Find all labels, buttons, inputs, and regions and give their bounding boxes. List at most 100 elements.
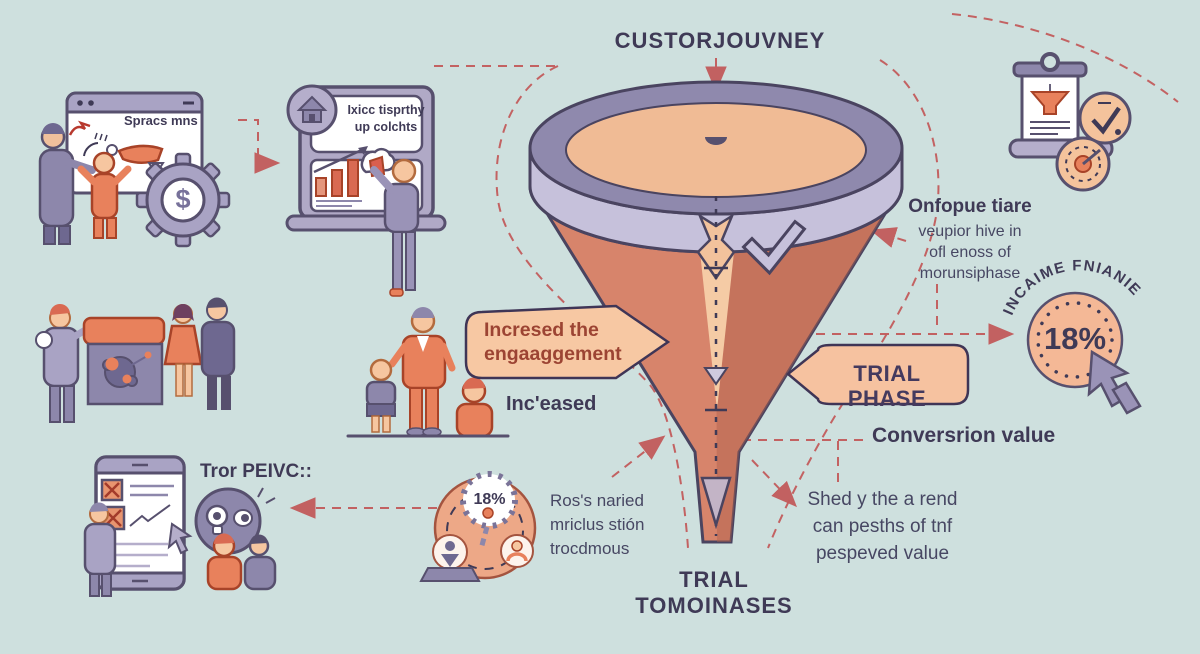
person-hair bbox=[49, 303, 70, 315]
conversion-lines: Shed y the a rend can pesths of tnf pesp… bbox=[807, 489, 958, 564]
right-info-lines: veupior hive in ofl enoss of morunsiphas… bbox=[918, 223, 1022, 282]
funnel-doodle-icon bbox=[1029, 91, 1071, 115]
clipboard-scene bbox=[1008, 52, 1132, 192]
person-body bbox=[90, 172, 119, 220]
magnifier-handle bbox=[478, 526, 490, 550]
clipboard-ring bbox=[1040, 52, 1060, 72]
dollar-sign: $ bbox=[175, 184, 191, 214]
connector-browser-laptop bbox=[238, 119, 281, 174]
funnel-cone-shade bbox=[716, 186, 902, 542]
child-leg bbox=[371, 415, 380, 433]
trend-line-icon bbox=[129, 504, 171, 527]
person-leg bbox=[49, 385, 61, 423]
laptop-scene bbox=[285, 84, 447, 297]
browser-scene bbox=[38, 91, 231, 248]
person-leg bbox=[184, 363, 193, 397]
person-body bbox=[200, 320, 236, 378]
person-hair bbox=[42, 123, 64, 134]
person-hair bbox=[412, 307, 434, 318]
person-body bbox=[206, 555, 243, 591]
pedestal bbox=[419, 567, 481, 582]
mini-user-body bbox=[441, 554, 459, 567]
mini-user-head bbox=[445, 541, 455, 551]
funnel-outline-right bbox=[767, 59, 940, 549]
person-leg bbox=[405, 231, 416, 291]
funnel-notch bbox=[696, 212, 736, 281]
person-leg bbox=[93, 217, 104, 239]
browser-titlebar bbox=[65, 91, 204, 114]
check-glyph bbox=[1091, 106, 1121, 135]
person-arm bbox=[370, 166, 396, 194]
presenter-person bbox=[360, 147, 420, 297]
cup-icon bbox=[106, 144, 118, 156]
person-leg bbox=[425, 387, 439, 431]
right-info-heading: Onfopue tiare bbox=[908, 196, 1032, 217]
check-badge-icon bbox=[1078, 91, 1132, 145]
income-dotted-ring bbox=[1036, 301, 1114, 379]
person-leg bbox=[409, 387, 423, 431]
cursor-icon bbox=[167, 522, 193, 555]
engagement-callout-text: Incresed the engaaggement bbox=[484, 319, 622, 365]
funnel-arrow-large bbox=[700, 476, 732, 530]
person-body bbox=[83, 522, 117, 576]
person-leg bbox=[207, 376, 217, 410]
scribble-arrow-icon bbox=[68, 120, 91, 136]
mini-user-body bbox=[506, 552, 528, 562]
person-arms-raised bbox=[77, 165, 132, 186]
horn-icon bbox=[117, 144, 164, 164]
connector-stem-shed bbox=[751, 459, 797, 508]
person-leg bbox=[58, 225, 71, 245]
funnel-outline-left bbox=[495, 65, 689, 549]
paper-roll bbox=[35, 331, 53, 349]
funnel-opening bbox=[565, 102, 867, 198]
spark-lines bbox=[257, 487, 276, 504]
dashed-connectors bbox=[238, 13, 1179, 549]
person-hair bbox=[172, 304, 194, 321]
person-hair bbox=[206, 297, 227, 308]
arc-arrow-icon bbox=[83, 142, 99, 157]
trial-phase-callout-shape bbox=[786, 343, 970, 406]
tablet-label: Tror PEIVC:: bbox=[200, 461, 312, 482]
child-body bbox=[365, 380, 397, 408]
flipchart-header bbox=[82, 316, 166, 346]
child-head bbox=[369, 358, 393, 382]
person-leg bbox=[43, 225, 56, 245]
window-dot-icon bbox=[77, 100, 83, 106]
funnel-bottom-label: TRIAL TOMOINASES bbox=[635, 567, 793, 618]
window-dot-icon bbox=[88, 100, 94, 106]
family-scene bbox=[346, 307, 510, 438]
browser-window-title: Spracs mns bbox=[124, 113, 198, 128]
person-leg bbox=[63, 385, 75, 423]
analysis-value: 18% bbox=[473, 491, 506, 508]
analysis-lines: Ros's naried mriclus stión trocdmous bbox=[550, 491, 645, 558]
increased-label: Inc'eased bbox=[506, 393, 597, 415]
person-leg bbox=[175, 363, 184, 397]
person-shoe bbox=[389, 288, 404, 297]
person-leg bbox=[106, 217, 117, 239]
page-title: CUSTORJOUVNEY bbox=[614, 28, 826, 53]
child-hair bbox=[462, 377, 485, 389]
analysis-scene bbox=[419, 471, 537, 582]
tick-marks bbox=[94, 132, 108, 142]
person-body bbox=[38, 148, 75, 228]
drop-icon bbox=[482, 507, 494, 519]
connector-top-right bbox=[951, 13, 1179, 103]
conversion-heading: Conversrion value bbox=[872, 424, 1056, 447]
person-dress bbox=[163, 324, 203, 366]
connector-info-funnel bbox=[869, 227, 907, 248]
funnel-arrow-small bbox=[703, 367, 729, 386]
income-value: 18% bbox=[1043, 321, 1107, 356]
trial-phase-label: TRIAL PHASE bbox=[847, 361, 927, 412]
person-hair bbox=[213, 533, 234, 544]
person-hair bbox=[249, 534, 268, 544]
child-leg bbox=[382, 415, 391, 433]
person-hair bbox=[89, 502, 108, 512]
person-head bbox=[391, 158, 417, 184]
person-body bbox=[243, 555, 277, 591]
funnel-drop-icon bbox=[705, 137, 727, 145]
person-leg bbox=[89, 573, 100, 597]
funnel-illustration bbox=[528, 80, 904, 544]
mini-user-head bbox=[511, 540, 523, 552]
tablet-scene bbox=[83, 455, 277, 597]
